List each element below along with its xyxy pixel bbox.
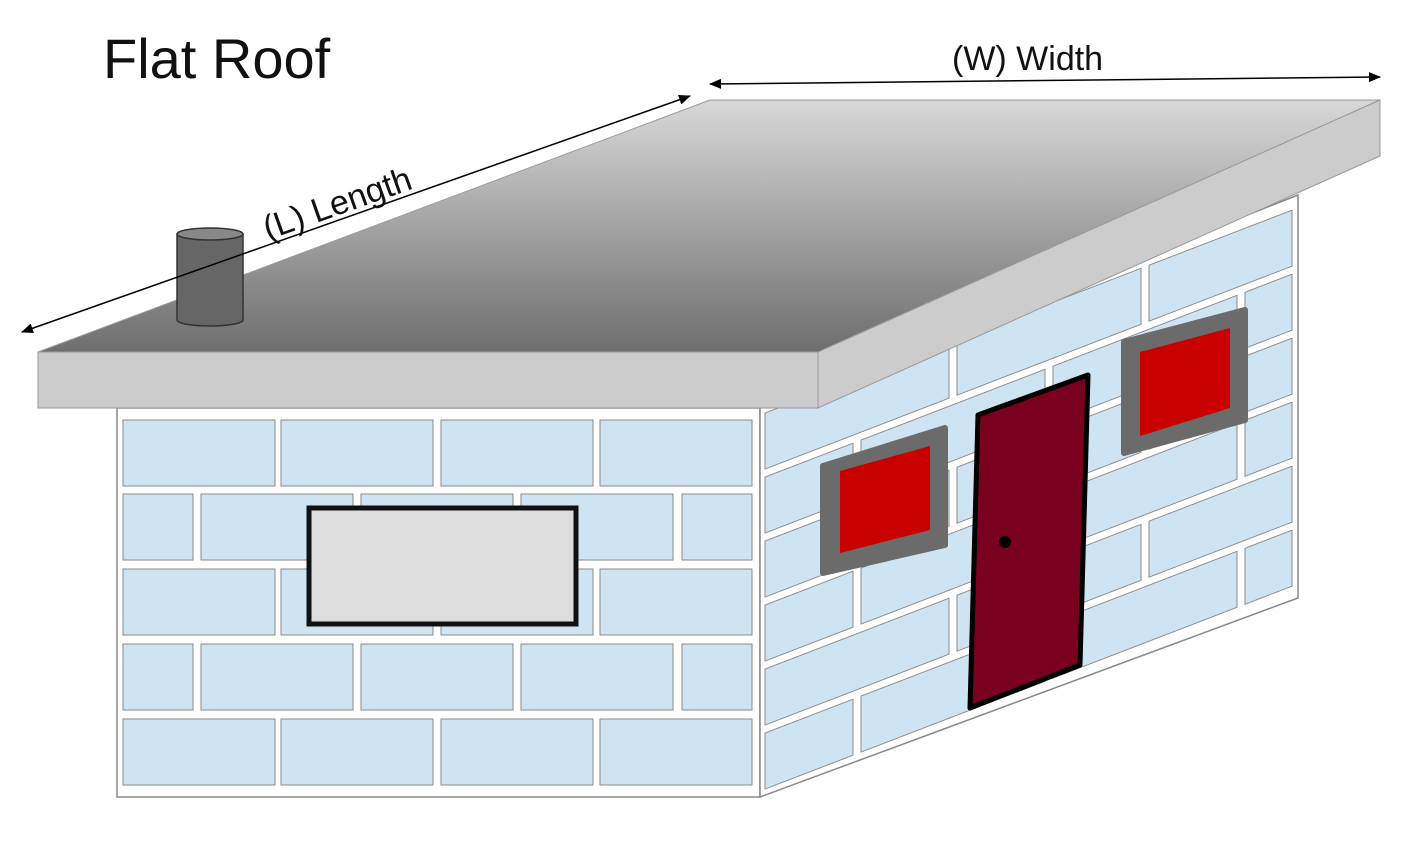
door [967,372,1091,711]
length-arrow [21,94,691,334]
brick [440,419,594,487]
brick [764,698,854,790]
width-arrow [709,72,1381,89]
brick [280,419,434,487]
chimney [176,227,244,327]
width-label: (W) Width [952,40,1103,78]
brick [599,718,753,786]
front-wall [116,407,761,798]
door-knob [999,536,1011,548]
brick [764,570,854,662]
brick [599,419,753,487]
brick [681,643,753,711]
diagram-title: Flat Roof [103,27,331,90]
brick [122,718,276,786]
side-wall [759,193,1299,799]
brick [280,718,434,786]
brick [1244,401,1293,477]
brick [1148,465,1293,578]
window-left [820,425,948,576]
sign-panel [306,505,579,627]
brick [520,643,674,711]
brick [599,568,753,636]
brick [360,643,514,711]
brick [681,493,753,561]
window-right [1121,307,1248,456]
brick [764,597,950,726]
brick [200,643,354,711]
brick [122,493,194,561]
brick [440,718,594,786]
brick [122,419,276,487]
brick [1244,529,1293,605]
brick [122,568,276,636]
brick [122,643,194,711]
brick [1148,209,1293,322]
